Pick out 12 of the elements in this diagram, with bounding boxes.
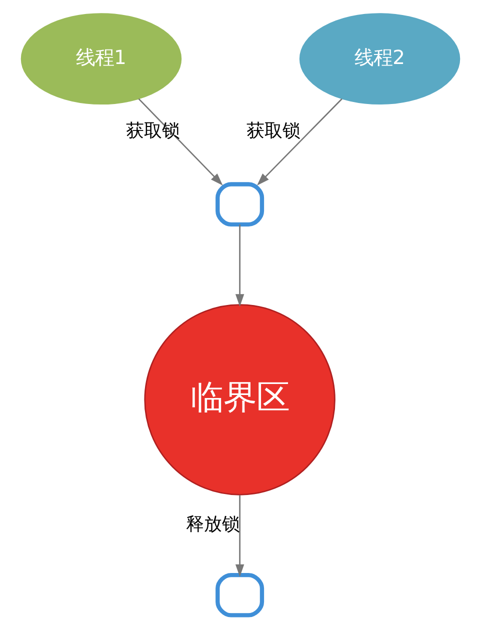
node-circle: 临界区 (144, 304, 335, 496)
arrow (138, 98, 222, 186)
edge-label: 获取锁 (246, 120, 300, 142)
node-ellipse: 线程1 (20, 13, 182, 105)
arrow (234, 224, 244, 307)
node-ellipse: 线程2 (298, 13, 460, 105)
node-lock (215, 572, 264, 618)
edge-label: 获取锁 (125, 120, 180, 142)
arrow (256, 98, 342, 186)
edge-label: 释放锁 (185, 514, 240, 536)
arrow (234, 495, 244, 577)
node-lock (215, 182, 264, 226)
